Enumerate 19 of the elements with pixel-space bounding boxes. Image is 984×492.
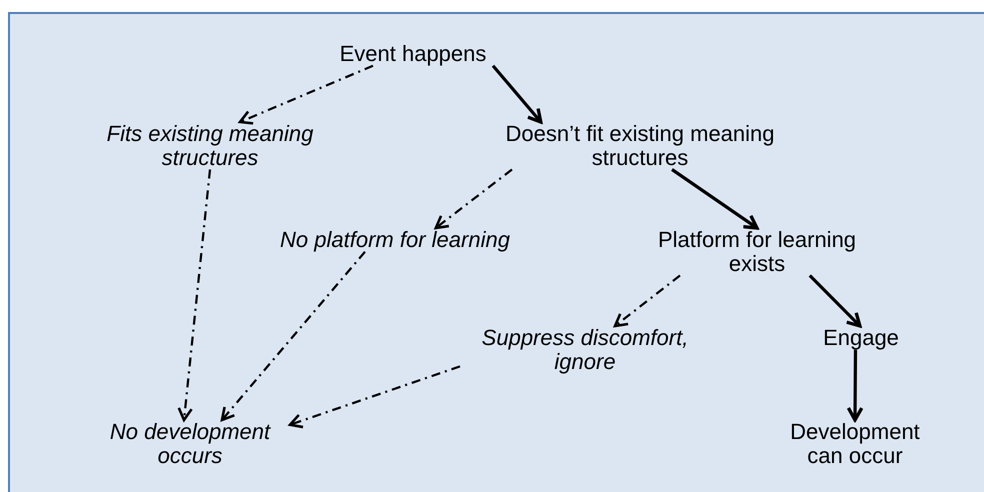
dash-dot-arrow [238, 64, 374, 125]
arrow [808, 274, 862, 328]
node-label: Doesn’t fit existing meaning structures [504, 122, 776, 170]
node-label: Engage [823, 326, 899, 350]
node-label: No development occurs [108, 420, 272, 468]
node-label: Event happens [340, 42, 486, 66]
node-label: No platform for learning [280, 228, 510, 252]
arrow [492, 64, 542, 124]
dash-dot-arrow [288, 365, 460, 428]
dash-dot-arrow [614, 274, 681, 328]
arrow [671, 168, 759, 230]
node-label: Platform for learning exists [656, 228, 858, 276]
dash-dot-arrow [178, 169, 212, 422]
node-label: Suppress discomfort, ignore [480, 326, 690, 374]
dash-dot-arrow [220, 251, 366, 422]
node-label: Development can occur [789, 420, 921, 468]
dash-dot-arrow [434, 168, 513, 230]
node-label: Fits existing meaning structures [106, 122, 314, 170]
arrow [846, 350, 864, 422]
